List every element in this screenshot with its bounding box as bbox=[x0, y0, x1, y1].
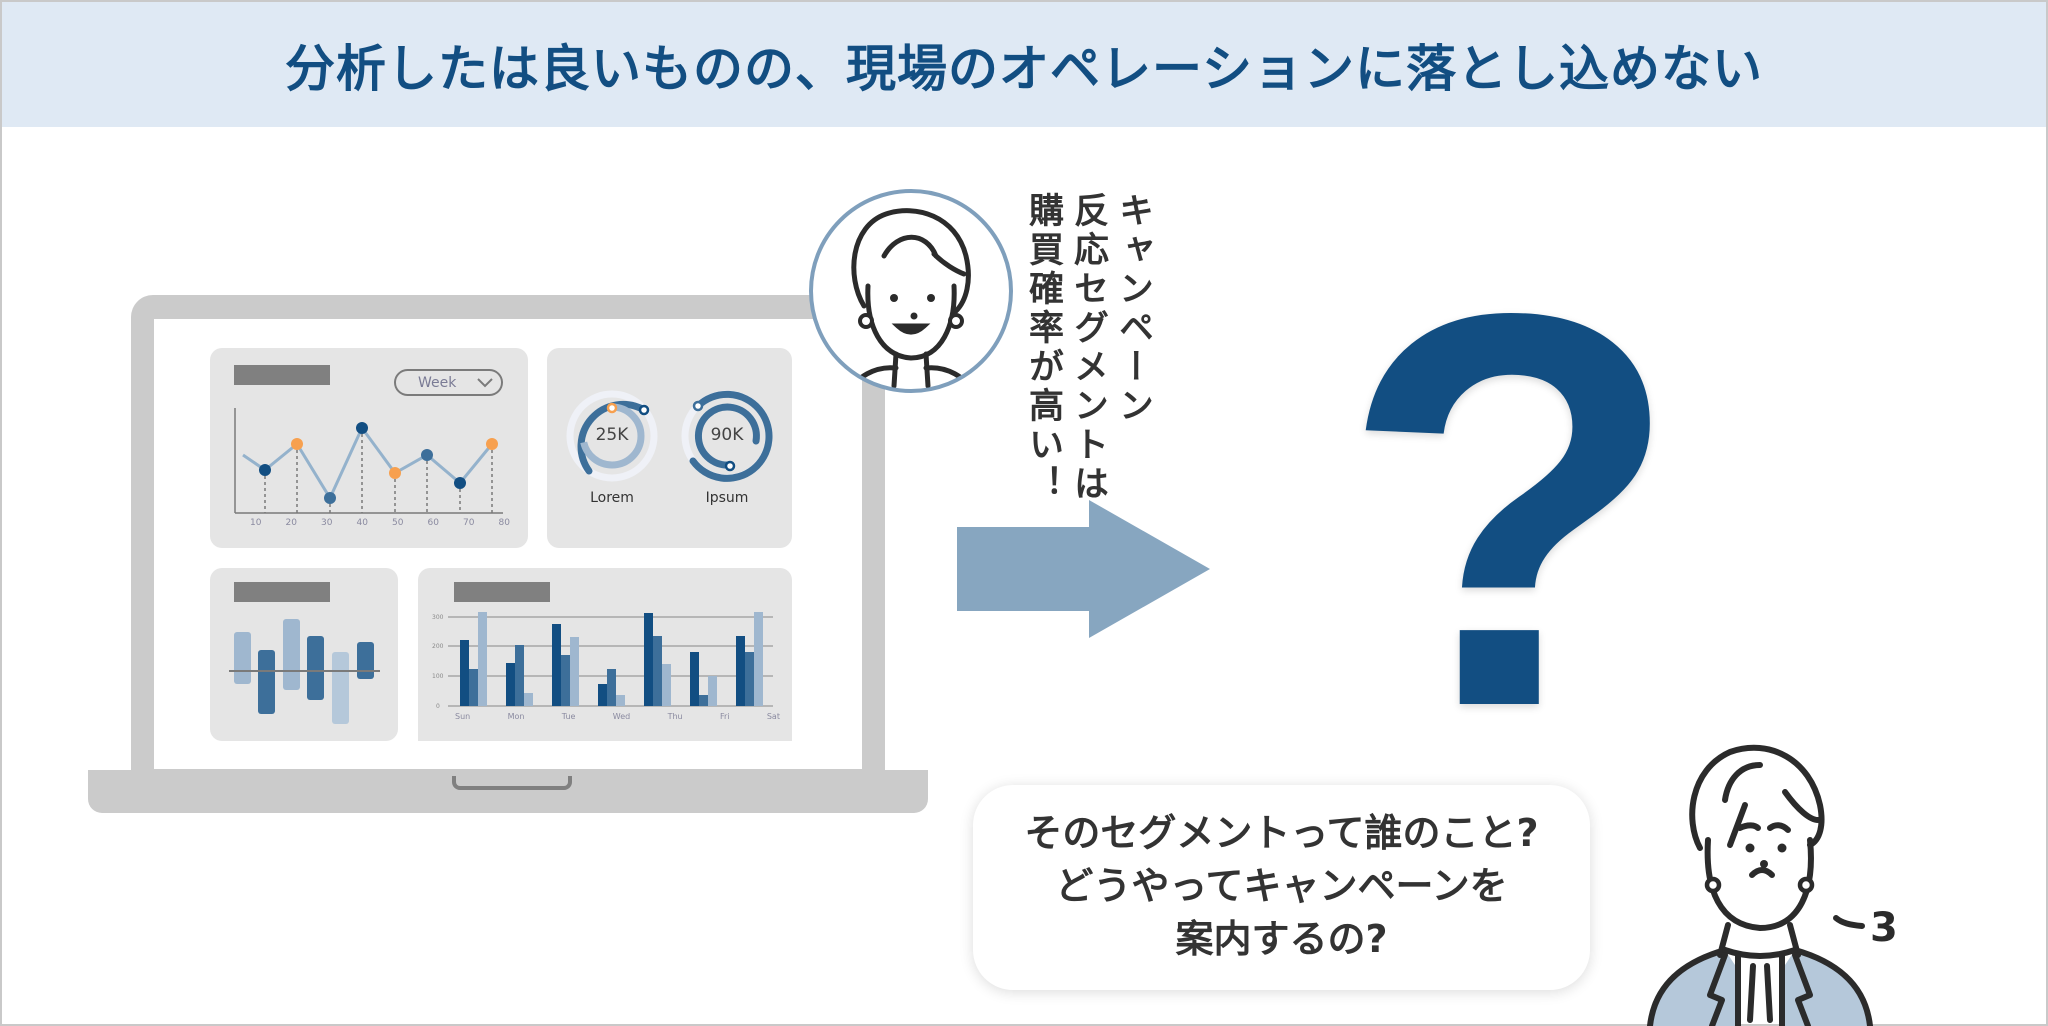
grouped-bar-chart: 0 100 200 300 bbox=[432, 612, 773, 710]
quote-line-1: キャンペーン bbox=[1113, 192, 1153, 426]
floating-bar-chart bbox=[229, 619, 380, 724]
header-band: 分析したは良いものの、現場のオペレーションに落とし込めない bbox=[2, 2, 2046, 127]
speech-bubble: そのセグメントって誰のこと? どうやってキャンペーンを 案内するの? bbox=[973, 785, 1590, 990]
card-title-placeholder bbox=[234, 582, 330, 602]
analyst-avatar bbox=[809, 189, 1013, 393]
question-mark-icon: ? bbox=[1340, 197, 1683, 823]
card-title-placeholder bbox=[454, 582, 550, 602]
sigh-mark: 3 bbox=[1870, 905, 1898, 951]
tick: 20 bbox=[285, 518, 297, 528]
tick: Sun bbox=[455, 712, 471, 721]
tick: Sat bbox=[766, 712, 780, 721]
svg-text:200: 200 bbox=[432, 643, 444, 650]
card-title-placeholder bbox=[234, 365, 330, 385]
bubble-line-3: 案内するの? bbox=[1175, 917, 1388, 961]
bar-x-ticks: Sun Mon Tue Wed Thu Fri Sat bbox=[455, 712, 780, 721]
svg-text:0: 0 bbox=[436, 703, 440, 710]
tick: 70 bbox=[463, 518, 475, 528]
tick: 80 bbox=[498, 518, 510, 528]
tick: Thu bbox=[667, 712, 683, 721]
bubble-text: そのセグメントって誰のこと? どうやってキャンペーンを 案内するの? bbox=[973, 807, 1590, 966]
tick: 10 bbox=[250, 518, 262, 528]
page-title: 分析したは良いものの、現場のオペレーションに落とし込めない bbox=[285, 39, 1763, 98]
quote-line-3: 購買確率が高い！ bbox=[1023, 192, 1063, 504]
tick: Mon bbox=[507, 712, 525, 721]
donut-label-2: Ipsum bbox=[705, 490, 749, 506]
donut-value-2: 90K bbox=[710, 425, 744, 445]
analyst-quote: キャンペーン 反応セグメントは 購買確率が高い！ bbox=[1020, 192, 1155, 512]
speech-bubble-tail bbox=[1580, 885, 1642, 925]
tick: Wed bbox=[612, 712, 631, 721]
line-chart-card bbox=[210, 348, 528, 548]
laptop-base bbox=[88, 770, 928, 813]
tick: 50 bbox=[392, 518, 404, 528]
week-dropdown[interactable]: Week bbox=[394, 369, 503, 396]
tick: 40 bbox=[356, 518, 368, 528]
line-chart bbox=[234, 408, 503, 514]
tick: Tue bbox=[561, 712, 576, 721]
line-x-ticks: 10 20 30 40 50 60 70 80 bbox=[250, 518, 510, 528]
bubble-line-2: どうやってキャンペーンを bbox=[1055, 864, 1508, 908]
donut-charts bbox=[566, 390, 773, 482]
quote-line-2: 反応セグメントは bbox=[1068, 192, 1108, 504]
donut-label-1: Lorem bbox=[590, 490, 634, 506]
laptop-notch bbox=[452, 776, 572, 790]
tick: 30 bbox=[321, 518, 333, 528]
svg-text:100: 100 bbox=[432, 673, 444, 680]
svg-text:300: 300 bbox=[432, 614, 444, 621]
chevron-down-icon bbox=[477, 377, 493, 387]
worried-worker-illustration bbox=[1647, 744, 1873, 1026]
donut-value-1: 25K bbox=[595, 425, 629, 445]
right-arrow-icon bbox=[957, 500, 1210, 638]
week-dropdown-label: Week bbox=[418, 374, 457, 391]
bubble-line-1: そのセグメントって誰のこと? bbox=[1024, 811, 1539, 855]
tick: Fri bbox=[719, 712, 730, 721]
tick: 60 bbox=[427, 518, 439, 528]
